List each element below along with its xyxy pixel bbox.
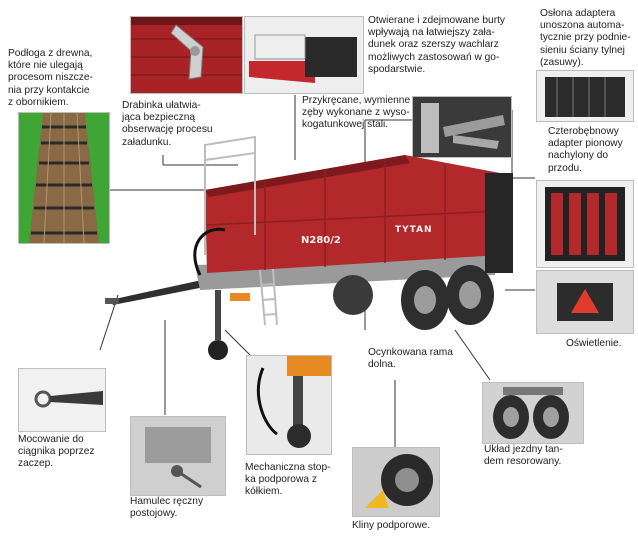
photo-side-hinge <box>130 16 243 94</box>
photo-axle <box>482 382 584 444</box>
photo-stand <box>246 355 332 455</box>
label-cover: Osłona adaptera unoszona automa- tycznie… <box>540 8 631 68</box>
photo-cover <box>536 70 634 122</box>
photo-adapter <box>536 180 634 268</box>
label-chocks: Kliny podporowe. <box>352 520 431 531</box>
label-lights: Oświetlenie. <box>566 338 622 349</box>
label-floor: Podłoga z drewna, które nie ulegają proc… <box>8 48 93 108</box>
label-axle: Układ jezdny tan- dem resorowany. <box>484 444 563 468</box>
label-frame: Ocynkowana rama dolna. <box>368 347 453 371</box>
label-stand: Mechaniczna stop- ka podporowa z kółkiem… <box>245 462 331 498</box>
photo-chocks <box>352 447 440 517</box>
label-adapter: Czterobębnowy adapter pionowy nachylony … <box>548 126 623 174</box>
label-teeth: Przykręcane, wymienne zęby wykonane z wy… <box>302 95 411 131</box>
brand-badge: TYTAN <box>395 225 433 235</box>
photo-teeth <box>412 96 512 158</box>
model-badge: N280/2 <box>301 235 341 246</box>
photo-floor <box>18 112 110 244</box>
label-brake: Hamulec ręczny postojowy. <box>130 496 204 520</box>
label-ladder: Drabinka ułatwia- jąca bezpieczną obserw… <box>122 100 213 148</box>
photo-brake <box>130 416 226 496</box>
photo-open-sides <box>244 16 364 94</box>
photo-hitch <box>18 368 106 432</box>
label-hitch: Mocowanie do ciągnika poprzez zaczep. <box>18 434 95 470</box>
label-sides: Otwierane i zdejmowane burty wpływają na… <box>368 15 506 75</box>
photo-lights <box>536 270 634 334</box>
trailer-illustration: N280/2 TYTAN <box>105 115 525 370</box>
